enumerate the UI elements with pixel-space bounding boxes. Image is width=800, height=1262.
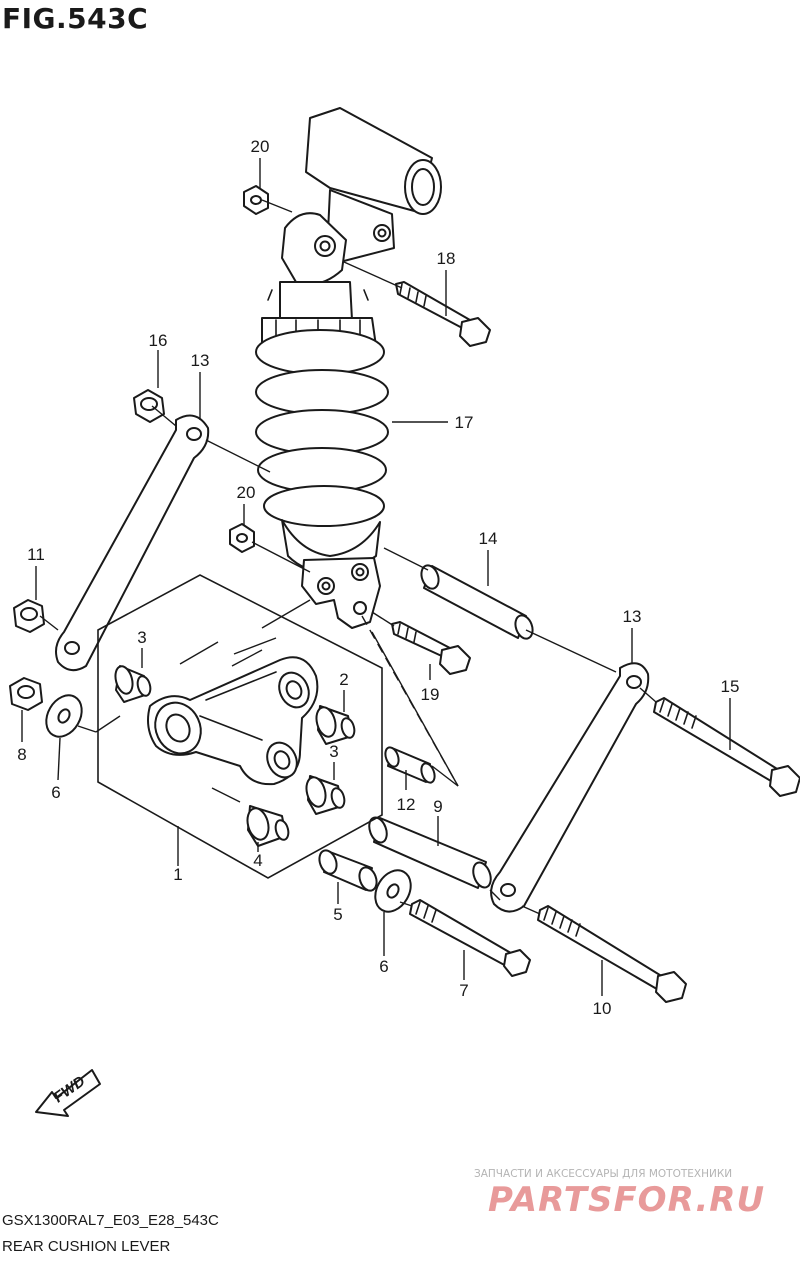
bearing-3-upper[interactable] bbox=[113, 664, 153, 703]
callout-8: 8 bbox=[17, 745, 26, 764]
callout-15: 15 bbox=[721, 677, 740, 696]
bolt-19[interactable] bbox=[391, 621, 471, 675]
bearing-4[interactable] bbox=[244, 805, 290, 847]
nut-8[interactable] bbox=[9, 677, 43, 711]
bolt-10[interactable] bbox=[537, 905, 687, 1003]
bearing-3-lower[interactable] bbox=[303, 775, 346, 815]
callout-13-right: 13 bbox=[623, 607, 642, 626]
callout-1: 1 bbox=[173, 865, 182, 884]
bearing-2[interactable] bbox=[313, 705, 356, 745]
callout-3-lower: 3 bbox=[329, 742, 338, 761]
callout-9: 9 bbox=[433, 797, 442, 816]
washer-6-left[interactable] bbox=[39, 689, 89, 743]
cushion-rod-13-right[interactable] bbox=[490, 662, 650, 913]
figure-title: FIG.543C bbox=[2, 2, 149, 35]
bolt-15[interactable] bbox=[653, 697, 800, 797]
collar-5[interactable] bbox=[316, 848, 379, 893]
assembly-lines bbox=[39, 199, 657, 915]
callout-6-right: 6 bbox=[379, 957, 388, 976]
callout-6-left: 6 bbox=[51, 783, 60, 802]
callout-17: 17 bbox=[455, 413, 474, 432]
callout-5: 5 bbox=[333, 905, 342, 924]
callout-14: 14 bbox=[479, 529, 498, 548]
callout-18: 18 bbox=[437, 249, 456, 268]
callout-16: 16 bbox=[149, 331, 168, 350]
callout-11: 11 bbox=[27, 545, 45, 564]
cushion-rod-13-left[interactable] bbox=[55, 414, 210, 672]
nut-16[interactable] bbox=[133, 389, 165, 423]
callout-4: 4 bbox=[253, 851, 262, 870]
nut-11[interactable] bbox=[13, 599, 45, 633]
washer-6-right[interactable] bbox=[368, 864, 418, 918]
callout-leaders bbox=[21, 158, 731, 996]
callout-2: 2 bbox=[339, 670, 348, 689]
callout-20-lower: 20 bbox=[237, 483, 256, 502]
bolt-18[interactable] bbox=[395, 281, 491, 347]
fwd-arrow: FWD bbox=[35, 1069, 101, 1117]
watermark-tagline: ЗАПЧАСТИ И АКСЕССУАРЫ ДЛЯ МОТОТЕХНИКИ bbox=[474, 1168, 733, 1180]
spacer-14[interactable] bbox=[418, 563, 535, 641]
nut-20-top[interactable] bbox=[243, 185, 269, 215]
rear-shock-absorber[interactable] bbox=[255, 107, 442, 629]
callout-13-left: 13 bbox=[191, 351, 210, 370]
callout-10: 10 bbox=[593, 999, 612, 1018]
callout-numbers: 20 18 16 13 17 20 14 11 13 3 2 19 15 3 8… bbox=[17, 137, 739, 1018]
callout-12: 12 bbox=[397, 795, 416, 814]
callout-7: 7 bbox=[459, 981, 468, 1000]
callout-20-top: 20 bbox=[251, 137, 270, 156]
model-code: GSX1300RAL7_E03_E28_543C bbox=[2, 1212, 219, 1229]
callout-19: 19 bbox=[421, 685, 440, 704]
lever-assembly-frame bbox=[97, 574, 383, 879]
watermark-logo: PARTSFOR.RU bbox=[488, 1180, 766, 1220]
callout-3-upper: 3 bbox=[137, 628, 146, 647]
spacer-9[interactable] bbox=[366, 815, 494, 890]
cushion-lever-1[interactable] bbox=[147, 656, 319, 786]
bolt-7[interactable] bbox=[409, 899, 531, 977]
nut-20-lower[interactable] bbox=[229, 523, 255, 553]
diagram-name: REAR CUSHION LEVER bbox=[2, 1238, 171, 1255]
collar-12[interactable] bbox=[383, 746, 437, 785]
